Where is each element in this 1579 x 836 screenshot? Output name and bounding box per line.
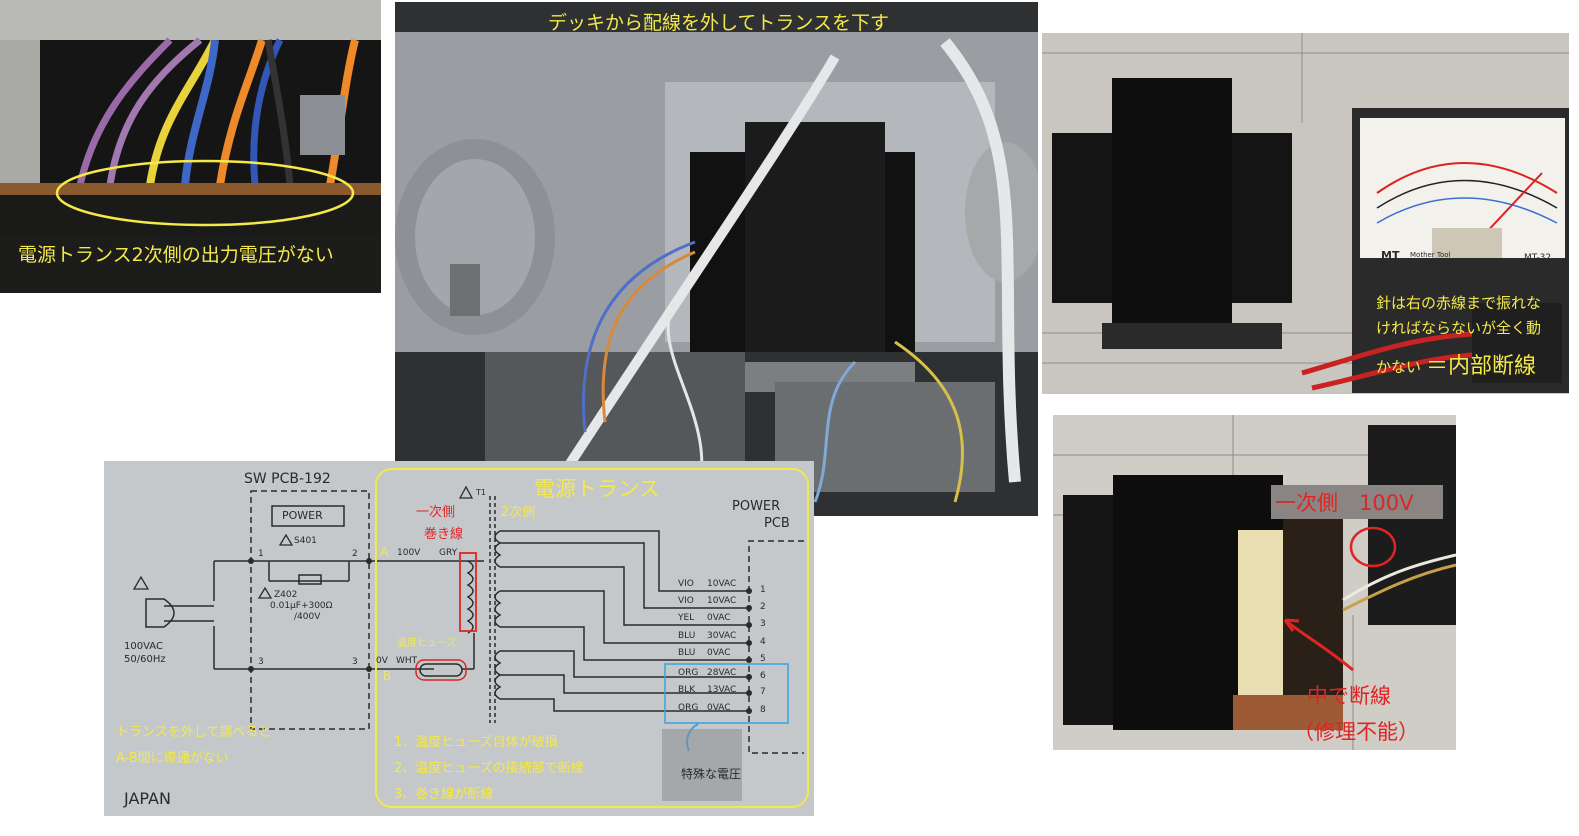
output-value: 30VAC bbox=[707, 631, 737, 641]
output-code: VIO bbox=[678, 596, 694, 606]
power-pcb-label-2: PCB bbox=[764, 516, 790, 531]
japan-label: JAPAN bbox=[124, 789, 171, 808]
meter-brand-sub: Mother Tool bbox=[1410, 251, 1451, 259]
special-voltage-label: 特殊な電圧 bbox=[681, 767, 742, 781]
output-pin: 8 bbox=[760, 705, 766, 715]
output-code: BLU bbox=[678, 648, 696, 658]
note-line-1: トランスを外して調べると bbox=[116, 725, 272, 740]
wire-a-color: GRY bbox=[439, 548, 458, 558]
output-value: 10VAC bbox=[707, 596, 737, 606]
power-switch-label: POWER bbox=[282, 509, 323, 522]
terminal-3b: 3 bbox=[352, 657, 358, 667]
cause-3: 3、巻き線が断線 bbox=[394, 787, 494, 802]
output-value: 0VAC bbox=[707, 648, 731, 658]
output-pin: 7 bbox=[760, 687, 766, 697]
cap-value-2: /400V bbox=[294, 612, 321, 622]
terminal-3a: 3 bbox=[258, 657, 264, 667]
cause-2: 2、温度ヒューズの接続部で断線 bbox=[394, 761, 584, 776]
caption-meter-line2: ければならないが全く動 bbox=[1376, 319, 1542, 337]
output-pin: 4 bbox=[760, 637, 766, 647]
output-pin: 1 bbox=[760, 585, 766, 595]
caption-no-output-voltage: 電源トランス2次側の出力電圧がない bbox=[18, 244, 334, 266]
cap-value-1: 0.01μF+300Ω bbox=[270, 601, 333, 611]
schematic-panel: SW PCB-192 POWER S401 Z402 0.01μF+300Ω /… bbox=[104, 461, 814, 816]
secondary-side-label: 2次側 bbox=[501, 505, 536, 520]
cap-ref: Z402 bbox=[274, 590, 298, 600]
pcb-wires-image bbox=[0, 0, 381, 293]
terminal-1: 1 bbox=[258, 549, 264, 559]
output-code: ORG bbox=[678, 703, 699, 713]
point-a: A bbox=[380, 545, 389, 559]
caption-meter-line3: かない bbox=[1376, 358, 1422, 376]
output-code: YEL bbox=[678, 613, 695, 623]
switch-ref: S401 bbox=[294, 536, 317, 546]
output-value: 10VAC bbox=[707, 579, 737, 589]
primary-label-bg bbox=[1271, 485, 1443, 519]
output-pin: 5 bbox=[760, 654, 766, 664]
output-pin: 2 bbox=[760, 602, 766, 612]
output-value: 13VAC bbox=[707, 685, 737, 695]
output-code: BLK bbox=[678, 685, 696, 695]
photo-meter-test: MT Mother Tool MT-32 針は右の赤線まで振れな ければならない… bbox=[1042, 33, 1569, 394]
output-value: 0VAC bbox=[707, 703, 731, 713]
output-value: 28VAC bbox=[707, 668, 737, 678]
terminal-2: 2 bbox=[352, 549, 358, 559]
power-pcb-label-1: POWER bbox=[732, 499, 781, 514]
wire-a-voltage: 100V bbox=[397, 548, 421, 558]
output-code: BLU bbox=[678, 631, 696, 641]
winding-label: 巻き線 bbox=[424, 527, 464, 542]
primary-side-label: 一次側 bbox=[416, 505, 456, 520]
schematic-diagram bbox=[104, 461, 814, 816]
power-transformer-title: 電源トランス bbox=[534, 477, 660, 501]
wire-b-color: WHT bbox=[396, 656, 418, 666]
wire-b-voltage: 0V bbox=[376, 656, 388, 666]
point-b: B bbox=[383, 669, 392, 683]
photo-coil-closeup: 一次側 100V 中で断線 （修理不能） bbox=[1053, 415, 1456, 750]
caption-internal-break: ＝内部断線 bbox=[1426, 354, 1537, 379]
mains-voltage: 100VAC bbox=[124, 641, 163, 652]
cause-1: 1、温度ヒューズ自体が破損 bbox=[394, 735, 558, 750]
caption-remove-transformer: デッキから配線を外してトランスを下す bbox=[548, 12, 890, 34]
label-unrepairable: （修理不能） bbox=[1293, 720, 1419, 744]
meter-model: MT-32 bbox=[1524, 253, 1552, 263]
sw-pcb-label: SW PCB-192 bbox=[244, 471, 331, 487]
output-code: ORG bbox=[678, 668, 699, 678]
mains-frequency: 50/60Hz bbox=[124, 654, 166, 665]
output-value: 0VAC bbox=[707, 613, 731, 623]
photo-deck-interior: デッキから配線を外してトランスを下す bbox=[395, 2, 1038, 516]
note-line-2: A-B間に導通がない bbox=[116, 751, 229, 766]
output-code: VIO bbox=[678, 579, 694, 589]
coil-closeup-image bbox=[1053, 415, 1456, 750]
thermal-fuse-label: 温度ヒューズ bbox=[397, 638, 457, 649]
output-pin: 6 bbox=[760, 671, 766, 681]
label-internal-break: 中で断線 bbox=[1307, 684, 1391, 708]
transformer-ref: T1 bbox=[476, 488, 486, 497]
photo-pcb-wires: 電源トランス2次側の出力電圧がない bbox=[0, 0, 381, 293]
output-pin: 3 bbox=[760, 619, 766, 629]
meter-test-image bbox=[1042, 33, 1569, 394]
label-primary-100v: 一次側 100V bbox=[1275, 491, 1414, 515]
meter-brand: MT bbox=[1381, 249, 1400, 262]
caption-meter-line1: 針は右の赤線まで振れな bbox=[1376, 294, 1542, 312]
deck-interior-image bbox=[395, 2, 1038, 516]
